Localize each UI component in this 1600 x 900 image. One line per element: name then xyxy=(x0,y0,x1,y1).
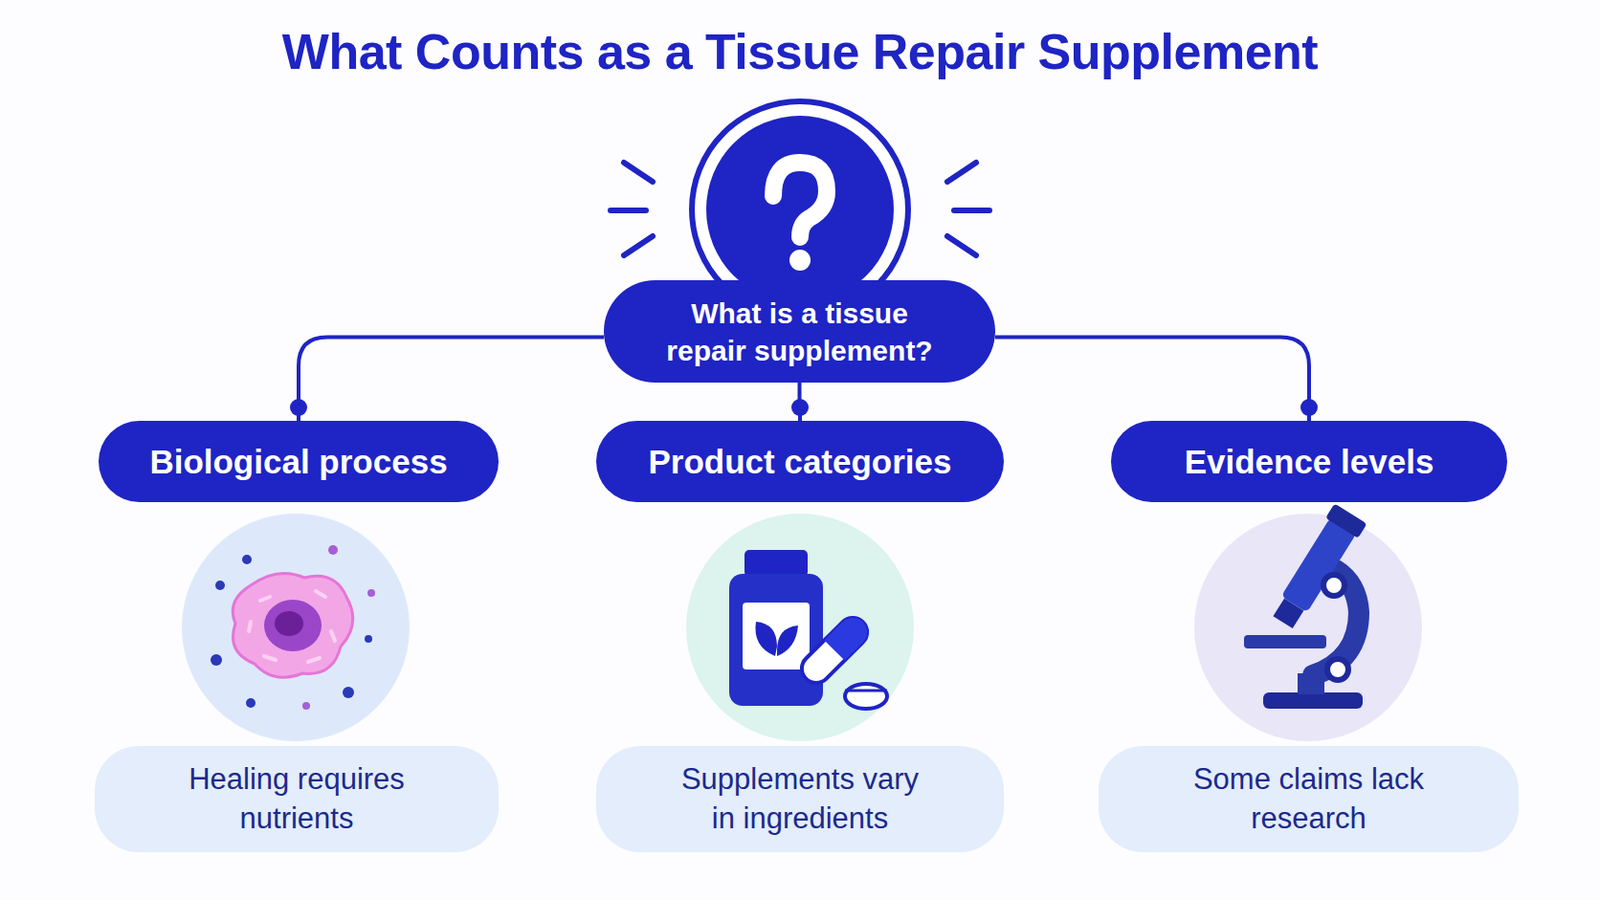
connector xyxy=(289,337,604,423)
description-box: Healing requires nutrients xyxy=(94,746,499,853)
node-label: Evidence levels xyxy=(1184,443,1435,482)
node-label: Supplements vary in ingredients xyxy=(670,760,930,839)
connector-dot xyxy=(289,399,308,417)
node-label: Product categories xyxy=(647,443,952,482)
node-label: Some claims lack research xyxy=(1179,760,1439,839)
node-label: Healing requires nutrients xyxy=(167,760,426,839)
connector-line xyxy=(298,337,604,423)
node-label: What is a tissue repair supplement? xyxy=(656,294,944,370)
description-box: Some claims lack research xyxy=(1098,746,1519,853)
connector xyxy=(791,382,809,422)
connector-line xyxy=(995,337,1310,423)
icon-circle xyxy=(1194,513,1423,742)
category-pill: Product categories xyxy=(596,421,1004,503)
diagram-title: What Counts as a Tissue Repair Supplemen… xyxy=(0,22,1600,81)
microscope-icon xyxy=(1244,503,1368,710)
cell-icon xyxy=(210,545,376,711)
connector-dot xyxy=(791,399,809,417)
supplement-bottle-icon xyxy=(729,550,888,710)
category-pill: Biological process xyxy=(98,421,499,503)
node-label: Biological process xyxy=(149,443,447,482)
connector xyxy=(995,337,1318,423)
category-pill: Evidence levels xyxy=(1111,421,1508,503)
icon-circle xyxy=(686,513,914,742)
connector-dot xyxy=(1300,399,1318,417)
question-pill: What is a tissue repair supplement? xyxy=(603,280,996,383)
description-box: Supplements vary in ingredients xyxy=(596,746,1004,853)
icon-circle xyxy=(181,513,410,742)
